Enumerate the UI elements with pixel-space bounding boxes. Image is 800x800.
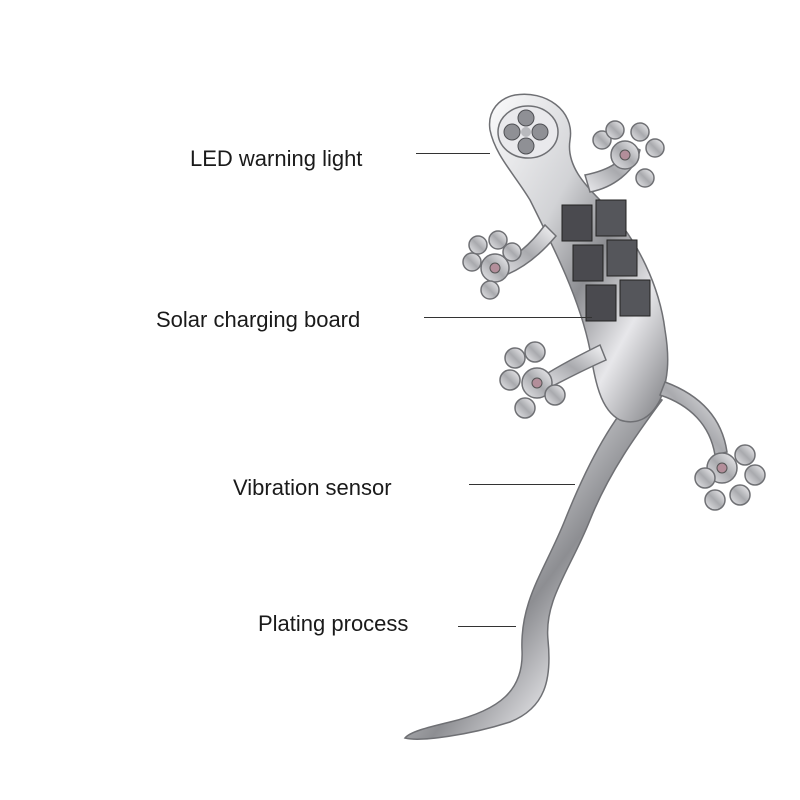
plating-leader-line [458,626,516,627]
solar-charging-board-label: Solar charging board [156,307,361,332]
led-warning-light-icon [497,105,559,159]
gecko-tail [403,389,664,740]
vibration-leader-line [469,484,575,485]
plating-process-label: Plating process [258,611,409,636]
solar-panel-icon [561,199,651,322]
solar-leader-line [424,317,592,318]
led-warning-light-label: LED warning light [190,146,363,171]
led-leader-line [416,153,490,154]
vibration-sensor-label: Vibration sensor [233,475,392,500]
toe-led-icons [489,149,728,474]
